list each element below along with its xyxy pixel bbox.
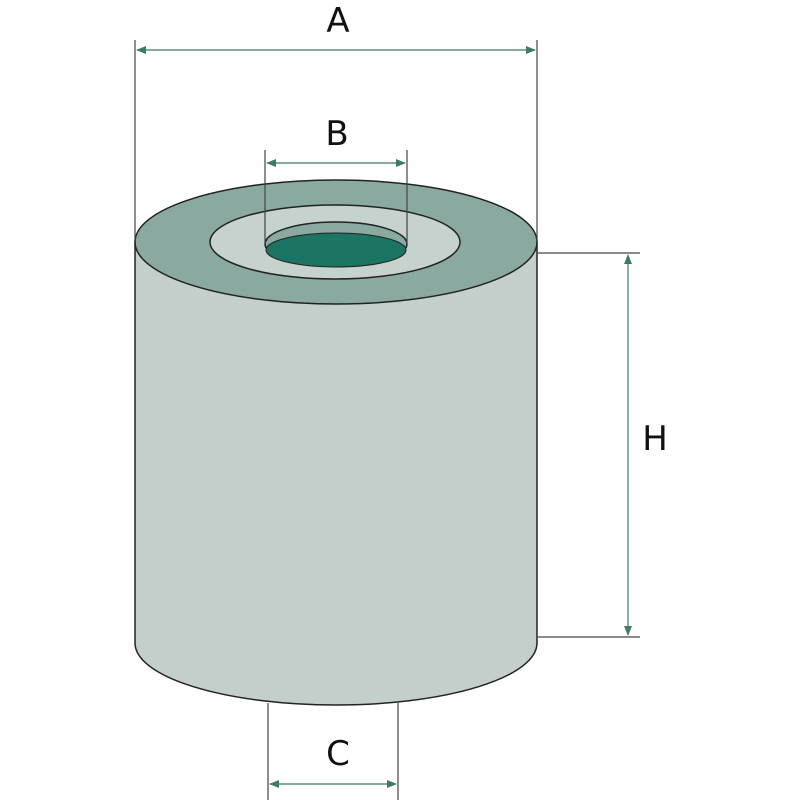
label-c: C xyxy=(326,734,350,774)
bore xyxy=(265,232,407,268)
label-h: H xyxy=(642,419,668,459)
dimension-h: H xyxy=(538,252,668,638)
label-a: A xyxy=(326,1,349,41)
dimension-c: C xyxy=(267,703,399,800)
dimension-a: A xyxy=(134,1,538,240)
cylinder-body xyxy=(134,241,538,706)
label-b: B xyxy=(325,114,348,154)
dimension-b: B xyxy=(264,114,408,244)
